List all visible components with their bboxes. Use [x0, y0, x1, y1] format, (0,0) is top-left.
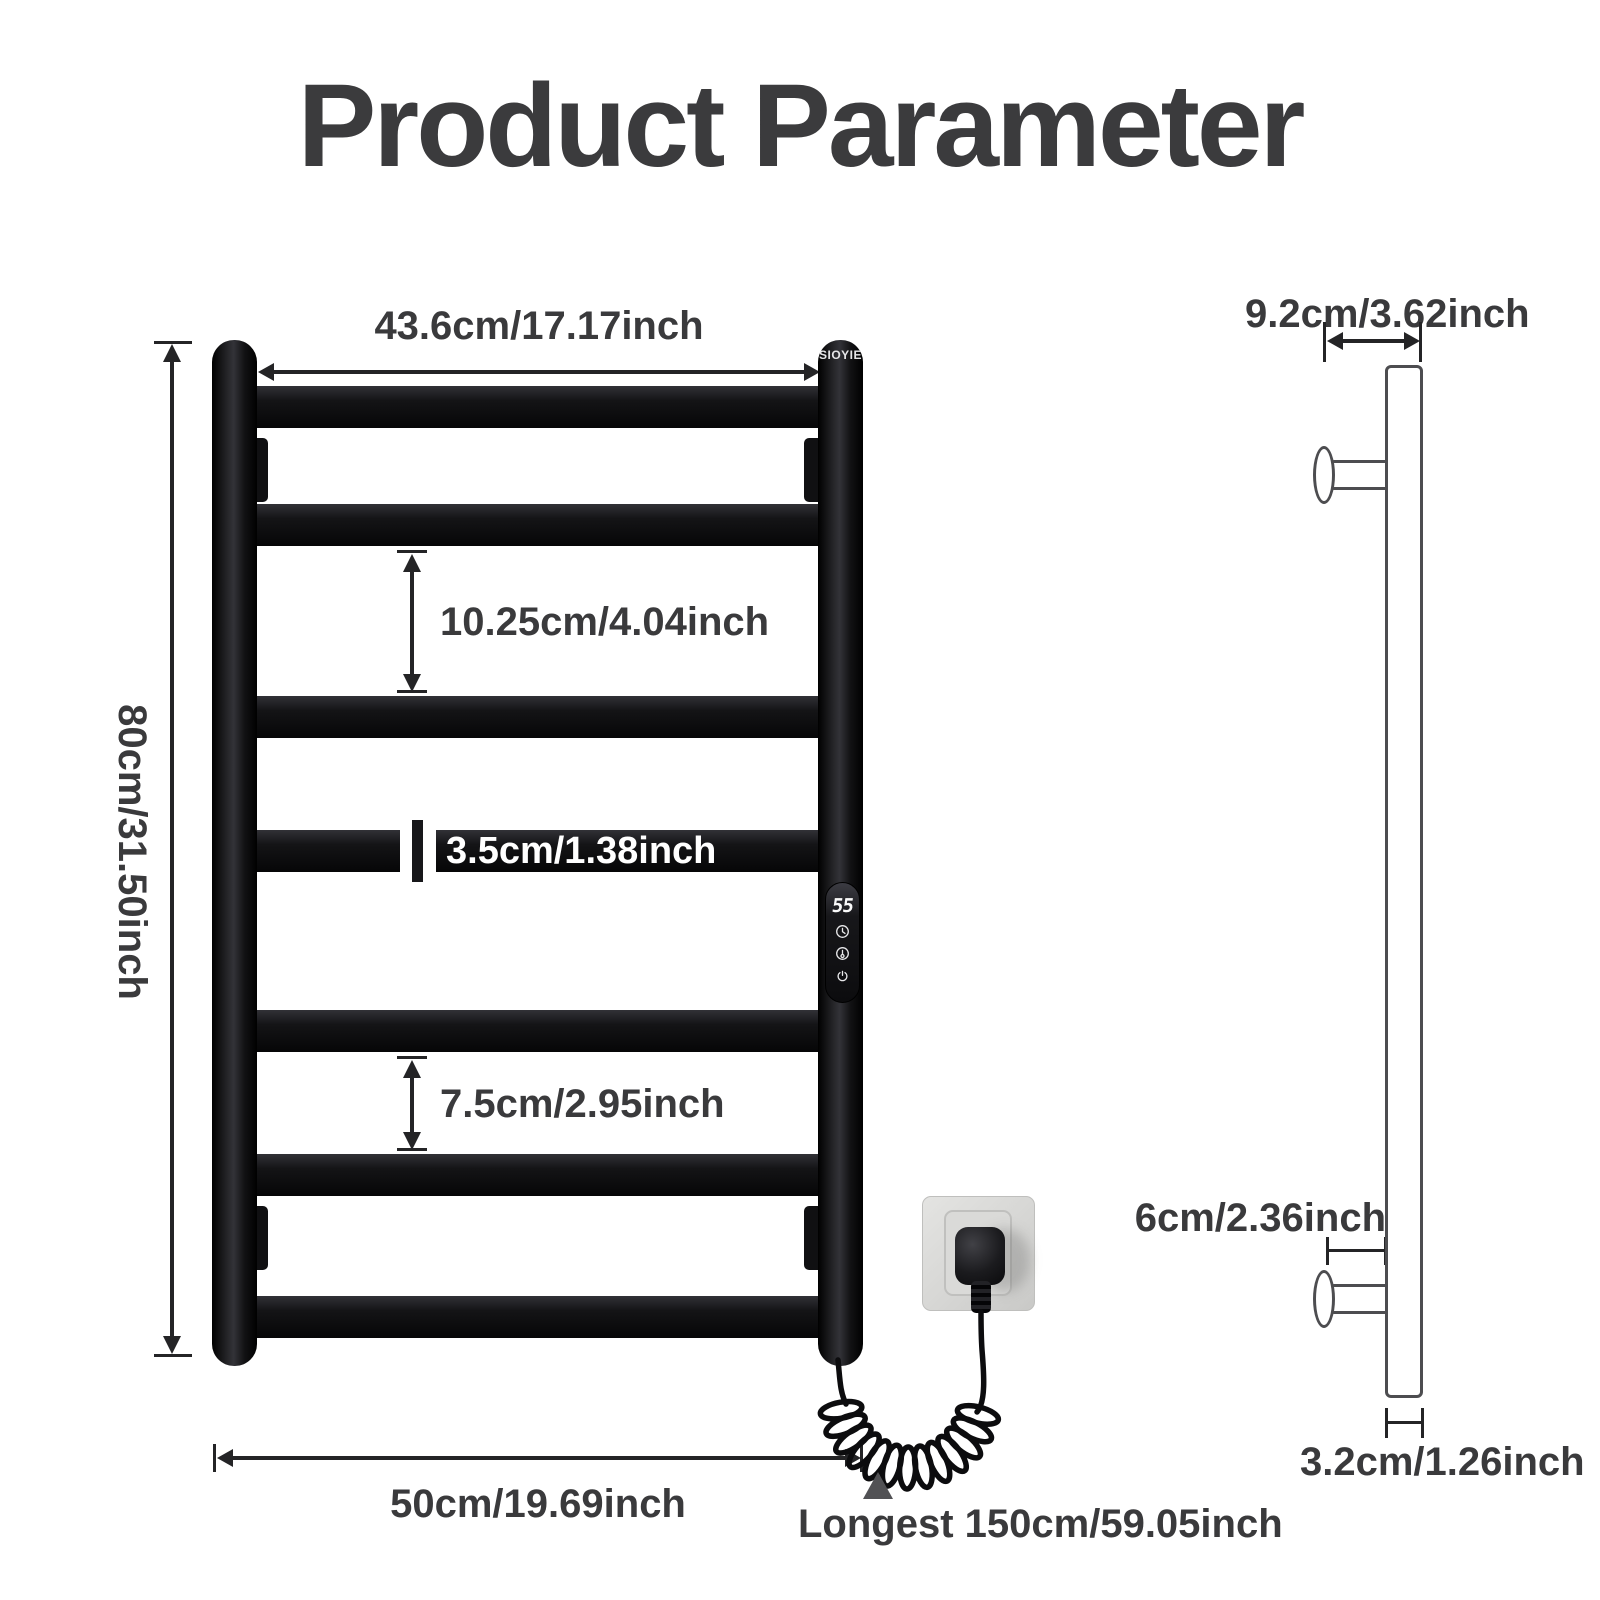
power-icon	[835, 968, 850, 983]
dim-line	[170, 360, 174, 1340]
heat-icon	[835, 946, 850, 961]
dim-tick	[397, 550, 427, 553]
cord-length-label: Longest 150cm/59.05inch	[798, 1502, 1283, 1546]
arrowhead-down-icon	[403, 674, 421, 692]
standoff-stem	[1331, 460, 1389, 490]
dim-line	[272, 370, 806, 374]
coiled-cord	[817, 1309, 1002, 1492]
dim-tick	[1421, 1408, 1424, 1438]
dim-tick	[154, 341, 192, 344]
dim-height-label: 80cm/31.50inch	[110, 704, 154, 1000]
arrowhead-right-icon	[1404, 332, 1420, 350]
brand-logo: SIOYIE	[818, 348, 862, 362]
dim-depth-label: 9.2cm/3.62inch	[1245, 292, 1530, 336]
towel-bar	[240, 830, 844, 872]
arrowhead-up-icon	[403, 1060, 421, 1078]
towel-bar	[240, 1296, 844, 1338]
wall-disc	[1313, 446, 1335, 504]
arrowhead-left-icon	[1327, 332, 1343, 350]
dim-line	[410, 1074, 414, 1136]
dim-tick	[397, 1056, 427, 1059]
plug-cord-boot	[971, 1281, 991, 1313]
dim-profile-depth-label: 3.2cm/1.26inch	[1300, 1440, 1585, 1484]
dim-tick	[1323, 322, 1326, 362]
dim-line	[1341, 339, 1405, 343]
control-panel: 55	[825, 882, 860, 1003]
dim-tick	[397, 1148, 427, 1151]
cord-pointer-icon	[863, 1472, 893, 1499]
arrowhead-right-icon	[804, 363, 820, 381]
dim-rung-thickness-label: 3.5cm/1.38inch	[446, 830, 717, 872]
dim-tick	[213, 1444, 216, 1472]
timer-icon	[835, 924, 850, 939]
towel-bar	[240, 1154, 844, 1196]
dim-tick	[1419, 322, 1422, 362]
arrowhead-left-icon	[217, 1449, 233, 1467]
right-post	[818, 340, 863, 1366]
page-title: Product Parameter	[297, 60, 1306, 192]
dim-top-width-label: 43.6cm/17.17inch	[374, 304, 704, 348]
power-plug	[955, 1227, 1005, 1285]
dim-line	[1326, 1249, 1387, 1252]
towel-bar	[240, 1010, 844, 1052]
temperature-display: 55	[830, 895, 855, 917]
arrowhead-left-icon	[258, 363, 274, 381]
dim-tick	[154, 1354, 192, 1357]
standoff-stem	[1331, 1284, 1389, 1314]
towel-bar	[240, 504, 844, 546]
left-post	[212, 340, 257, 1366]
dim-rung-gap-small-label: 7.5cm/2.95inch	[440, 1082, 725, 1126]
arrowhead-down-icon	[403, 1132, 421, 1150]
wall-disc	[1313, 1270, 1335, 1328]
dim-tick	[860, 1444, 863, 1472]
arrowhead-down-icon	[163, 1336, 181, 1354]
dim-bracket-offset-label: 6cm/2.36inch	[1134, 1196, 1386, 1240]
bar-thickness-tick	[412, 820, 423, 882]
dim-line	[410, 568, 414, 678]
side-rail-profile	[1385, 365, 1423, 1398]
arrowhead-up-icon	[403, 554, 421, 572]
dim-tick	[397, 690, 427, 693]
dim-line	[1385, 1421, 1424, 1424]
dim-line	[231, 1456, 847, 1460]
towel-bar	[240, 386, 844, 428]
dim-bottom-width-label: 50cm/19.69inch	[390, 1482, 686, 1526]
dim-rung-gap-large-label: 10.25cm/4.04inch	[440, 600, 770, 644]
arrowhead-up-icon	[163, 344, 181, 362]
towel-bar	[240, 696, 844, 738]
